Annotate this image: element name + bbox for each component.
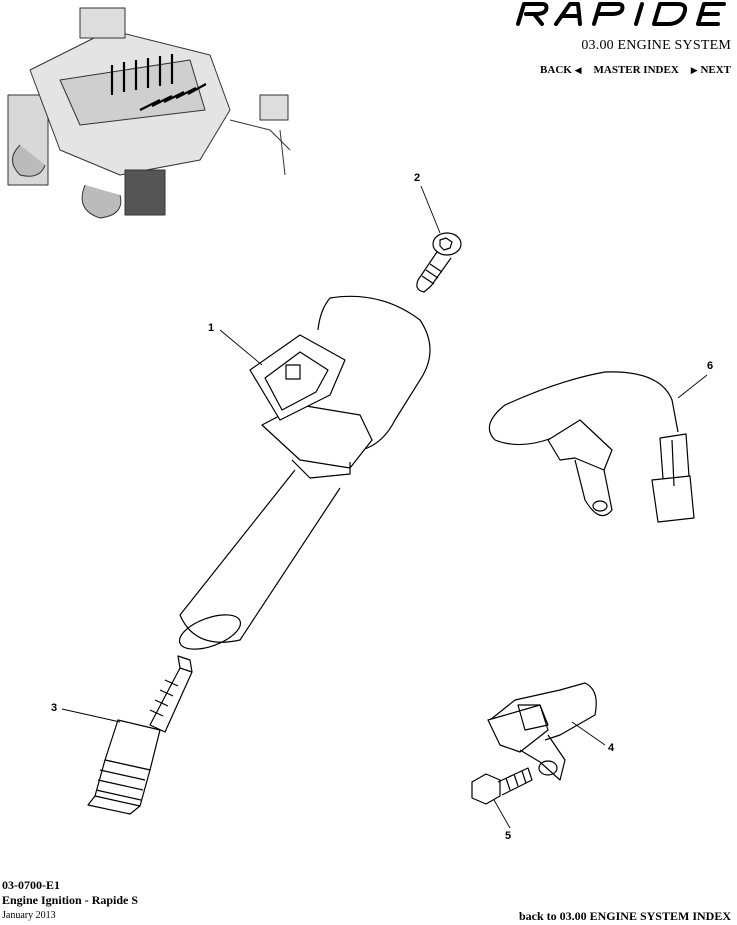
publication-date: January 2013 bbox=[2, 910, 56, 921]
callout-6: 6 bbox=[707, 360, 714, 372]
next-link[interactable]: ▶ NEXT bbox=[690, 64, 731, 76]
engine-overview-thumbnail bbox=[7, 7, 291, 219]
illustration-code: 03-0700-E1 bbox=[2, 878, 60, 892]
callout-3: 3 bbox=[51, 702, 58, 714]
part-1-ignition-coil bbox=[178, 295, 431, 650]
callout-4: 4 bbox=[608, 742, 615, 754]
part-5-small-bolt bbox=[471, 767, 533, 805]
part-2-bolt bbox=[416, 232, 462, 293]
triangle-left-icon: ◀ bbox=[574, 65, 582, 75]
callout-2: 2 bbox=[414, 172, 421, 184]
callout-1: 1 bbox=[208, 322, 215, 334]
back-to-index-link[interactable]: back to 03.00 ENGINE SYSTEM INDEX bbox=[518, 909, 731, 923]
illustration-title: Engine Ignition - Rapide S bbox=[2, 893, 139, 907]
part-4-position-sensor bbox=[487, 682, 597, 781]
section-title: 03.00 ENGINE SYSTEM bbox=[581, 38, 731, 53]
triangle-right-icon: ▶ bbox=[690, 65, 698, 75]
callout-5: 5 bbox=[505, 830, 512, 842]
part-3-spark-plug bbox=[87, 655, 193, 815]
master-index-link[interactable]: MASTER INDEX bbox=[593, 64, 679, 76]
rapide-logo bbox=[516, 2, 726, 26]
navigation-bar: BACK ◀ MASTER INDEX ▶ NEXT bbox=[540, 64, 731, 76]
part-6-sensor-with-lead bbox=[488, 371, 695, 523]
back-link[interactable]: BACK ◀ bbox=[540, 64, 582, 76]
